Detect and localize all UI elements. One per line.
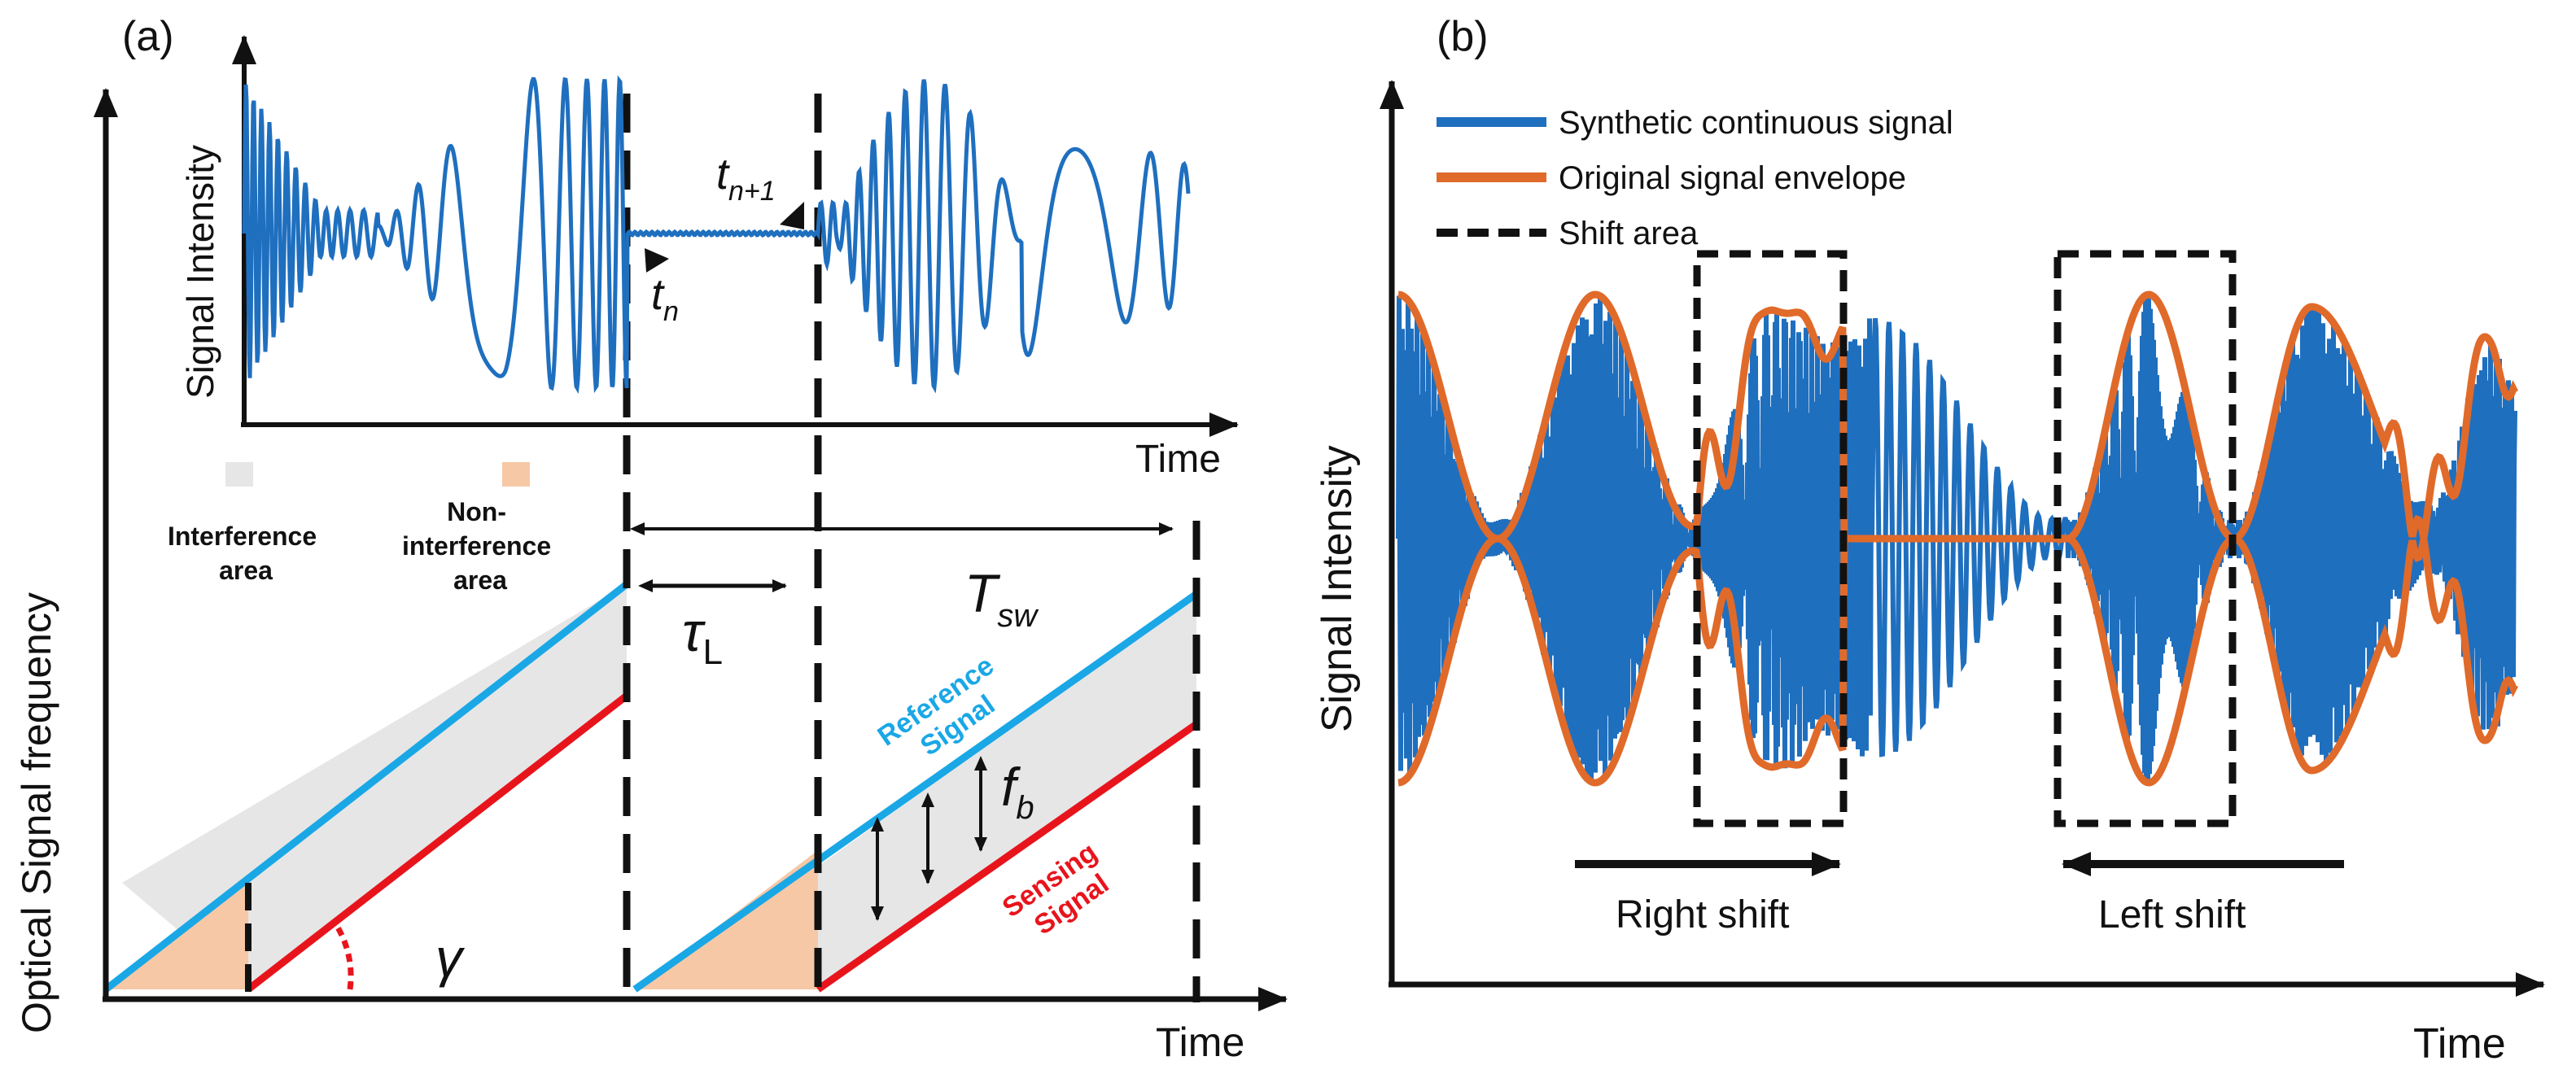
panel-a: (a) Optical Signal frequency Time γ Sign… bbox=[14, 13, 1288, 1065]
left-shift-label: Left shift bbox=[2098, 893, 2246, 936]
panel-b-tag: (b) bbox=[1437, 13, 1489, 60]
tn-arrowhead bbox=[645, 248, 669, 273]
shift-area-right bbox=[1693, 250, 1848, 827]
synthetic-continuous-signal bbox=[1396, 295, 2517, 782]
inset-x-label: Time bbox=[1135, 438, 1221, 481]
tn1-arrowhead bbox=[780, 202, 804, 229]
reference-signal-line-1 bbox=[103, 581, 629, 993]
fb-label: fb bbox=[1001, 757, 1034, 826]
legend-orange-label: Original signal envelope bbox=[1559, 160, 1906, 196]
panel-a-x-label: Time bbox=[1156, 1019, 1244, 1065]
inset-y-label: Signal Intensity bbox=[179, 145, 221, 399]
original-envelope-lower bbox=[1397, 535, 2519, 787]
reference-signal-line-2 bbox=[632, 591, 1199, 993]
legend-non-interference-swatch bbox=[502, 462, 530, 487]
tsw-label: Tsw bbox=[964, 563, 1039, 634]
right-shift-label: Right shift bbox=[1616, 893, 1789, 936]
panel-a-tag: (a) bbox=[122, 13, 174, 60]
gamma-label: γ bbox=[435, 928, 466, 988]
interference-area-right bbox=[818, 594, 1196, 989]
panel-b: (b) Signal Intensity Time Synthetic cont… bbox=[1314, 13, 2545, 1067]
panel-a-y-label: Optical Signal frequency bbox=[14, 592, 59, 1033]
tau-label: τL bbox=[682, 601, 723, 672]
inset-waveform bbox=[242, 75, 1191, 395]
panel-b-y-label: Signal Intensity bbox=[1314, 445, 1361, 732]
legend-non-interference-label: Non- interference area bbox=[402, 497, 558, 595]
gamma-arc bbox=[331, 919, 354, 990]
legend-dashed-label: Shift area bbox=[1559, 216, 1699, 251]
legend-interference-label: Interference area bbox=[168, 522, 324, 585]
panel-b-legend: Synthetic continuous signal Original sig… bbox=[1437, 105, 1953, 251]
legend-blue-label: Synthetic continuous signal bbox=[1559, 105, 1953, 141]
sensing-signal-line-1 bbox=[246, 692, 629, 993]
sensing-signal-line-2 bbox=[816, 721, 1199, 993]
tn1-label: tn+1 bbox=[716, 150, 776, 207]
shift-area-left bbox=[2053, 250, 2237, 827]
legend-interference-swatch bbox=[225, 462, 253, 487]
panel-b-x-label: Time bbox=[2413, 1020, 2506, 1067]
tn-label: tn bbox=[651, 270, 679, 327]
